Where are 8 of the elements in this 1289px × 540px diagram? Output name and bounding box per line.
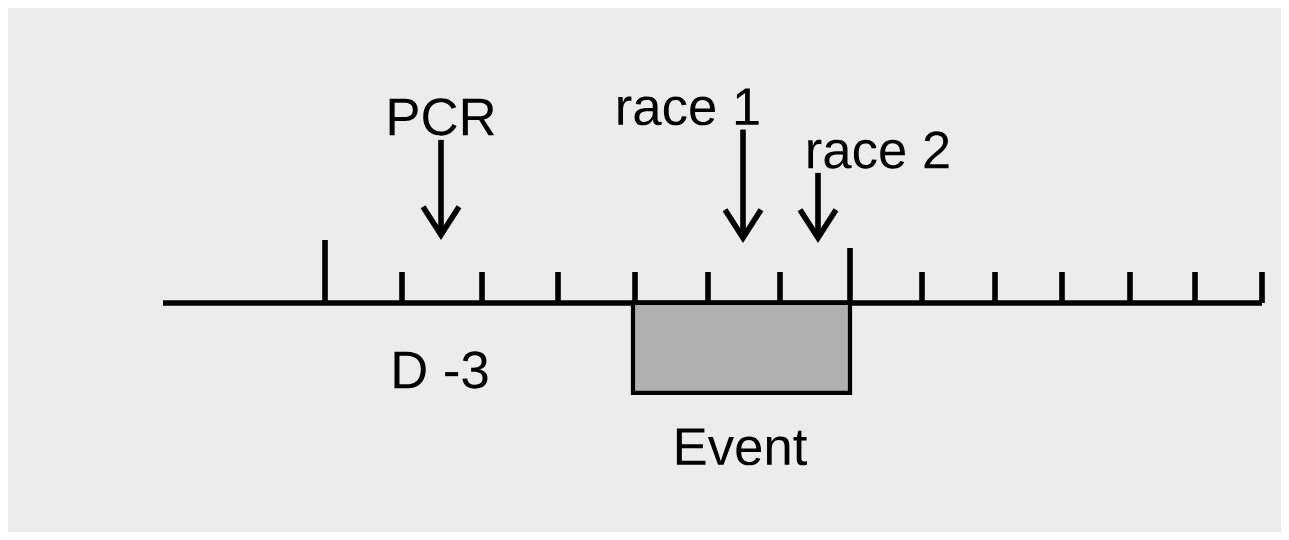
arrow-label: race 2 xyxy=(808,131,949,169)
event-box: Event xyxy=(630,300,853,466)
node-label: Event xyxy=(676,428,808,466)
arrow-label: PCR xyxy=(389,98,495,136)
arrow xyxy=(420,139,462,240)
arrow xyxy=(722,129,764,243)
day-label: D -3 xyxy=(394,351,488,389)
arrow-label: race 1 xyxy=(618,88,759,126)
